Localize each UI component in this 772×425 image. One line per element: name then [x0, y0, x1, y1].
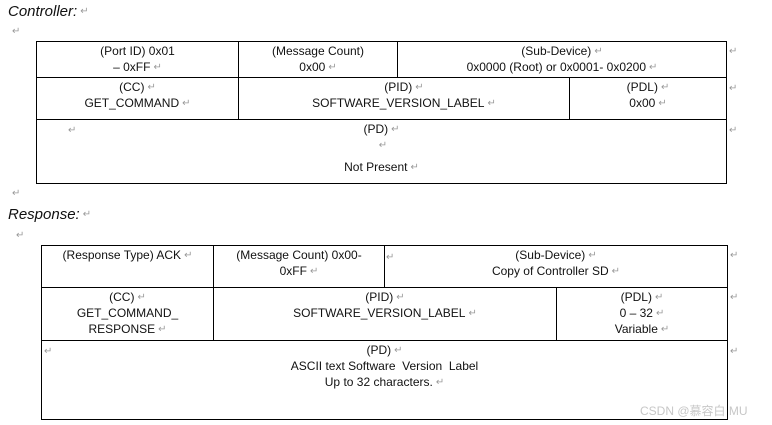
controller-pdl-cell: (PDL)↵ 0x00↵ [569, 77, 727, 120]
cell-text: (CC) [109, 290, 135, 304]
cell-text: (Sub-Device) [515, 248, 586, 262]
cell-text: 0x00 [299, 60, 326, 74]
paragraph-mark-icon: ↵ [12, 188, 21, 199]
response-heading-text: Response: [8, 206, 80, 223]
paragraph-mark-icon: ↵ [660, 81, 670, 93]
cell-text: (PD) [366, 343, 392, 357]
cell-text: Up to 32 characters. [324, 375, 433, 389]
paragraph-mark-icon: ↵ [729, 46, 738, 57]
controller-sub-device-cell: (Sub-Device)↵ 0x0000 (Root) or 0x0001- 0… [397, 41, 727, 78]
paragraph-mark-icon: ↵ [415, 81, 424, 93]
cell-text: (PD) [363, 122, 389, 136]
paragraph-mark-icon: ↵ [655, 307, 665, 319]
controller-heading: Controller:↵ [8, 3, 89, 21]
cell-text: Copy of Controller SD [491, 264, 609, 278]
paragraph-mark-icon: ↵ [158, 323, 167, 335]
watermark: CSDN @慕容白 MU [640, 404, 748, 418]
paragraph-mark-icon: ↵ [80, 6, 89, 18]
paragraph-mark-icon: ↵ [391, 123, 400, 135]
response-sub-device-cell: (Sub-Device)↵ Copy of Controller SD↵ [384, 245, 728, 288]
paragraph-mark-icon: ↵ [68, 125, 77, 136]
cell-text: SOFTWARE_VERSION_LABEL [293, 306, 466, 320]
cell-text: (PDL) [620, 290, 652, 304]
paragraph-mark-icon: ↵ [394, 344, 403, 356]
response-heading: Response:↵ [8, 206, 91, 224]
paragraph-mark-icon: ↵ [396, 291, 405, 303]
paragraph-mark-icon: ↵ [588, 249, 597, 261]
cell-text: (PID) [384, 80, 413, 94]
paragraph-mark-icon: ↵ [435, 376, 445, 388]
paragraph-mark-icon: ↵ [729, 83, 738, 94]
paragraph-mark-icon: ↵ [82, 209, 92, 221]
paragraph-mark-icon: ↵ [12, 26, 21, 37]
paragraph-mark-icon: ↵ [44, 346, 53, 357]
cell-text: Not Present [344, 160, 408, 174]
cell-text: (PID) [365, 290, 394, 304]
paragraph-mark-icon: ↵ [649, 61, 658, 73]
paragraph-mark-icon: ↵ [137, 291, 146, 303]
paragraph-mark-icon: ↵ [730, 250, 739, 261]
cell-text: GET_COMMAND_ [76, 306, 179, 320]
controller-pd-cell: (PD)↵ ↵ Not Present↵ [36, 119, 727, 184]
controller-port-id-cell: (Port ID) 0x01 – 0xFF↵ [36, 41, 239, 78]
response-pd-cell: (PD)↵ ASCII text Software Version Label … [41, 340, 728, 420]
cell-text: Variable [614, 322, 658, 336]
cell-text: 0xFF [279, 264, 307, 278]
paragraph-mark-icon: ↵ [386, 252, 395, 263]
paragraph-mark-icon: ↵ [153, 61, 162, 73]
paragraph-mark-icon: ↵ [184, 249, 193, 261]
response-type-cell: (Response Type) ACK↵ [41, 245, 214, 288]
paragraph-mark-icon: ↵ [729, 125, 738, 136]
cell-text: GET_COMMAND [84, 96, 180, 110]
cell-text: (Response Type) ACK [62, 248, 182, 262]
paragraph-mark-icon: ↵ [309, 265, 319, 277]
cell-text: (Sub-Device) [521, 44, 592, 58]
paragraph-mark-icon: ↵ [730, 346, 739, 357]
paragraph-mark-icon: ↵ [611, 265, 621, 277]
paragraph-mark-icon: ↵ [328, 61, 337, 73]
cell-text: SOFTWARE_VERSION_LABEL [312, 96, 485, 110]
paragraph-mark-icon: ↵ [468, 307, 477, 319]
paragraph-mark-icon: ↵ [410, 161, 419, 173]
paragraph-mark-icon: ↵ [147, 81, 156, 93]
controller-cc-cell: (CC)↵ GET_COMMAND↵ [36, 77, 239, 120]
cell-text: 0 – 32 [619, 306, 653, 320]
paragraph-mark-icon: ↵ [487, 97, 496, 109]
cell-text: (Message Count) 0x00- [236, 248, 362, 262]
response-message-count-cell: (Message Count) 0x00- 0xFF↵ [213, 245, 385, 288]
paragraph-mark-icon: ↵ [378, 139, 388, 151]
controller-pid-cell: (PID)↵ SOFTWARE_VERSION_LABEL↵ [238, 77, 570, 120]
cell-text: RESPONSE [88, 322, 156, 336]
paragraph-mark-icon: ↵ [594, 45, 603, 57]
cell-text: (CC) [119, 80, 145, 94]
response-cc-cell: (CC)↵ GET_COMMAND_ RESPONSE↵ [41, 287, 214, 341]
cell-text: 0x00 [629, 96, 656, 110]
cell-text: (Message Count) [271, 44, 365, 58]
paragraph-mark-icon: ↵ [182, 97, 191, 109]
paragraph-mark-icon: ↵ [658, 97, 667, 109]
paragraph-mark-icon: ↵ [16, 230, 25, 241]
cell-text: (PDL) [626, 80, 658, 94]
response-pid-cell: (PID)↵ SOFTWARE_VERSION_LABEL↵ [213, 287, 557, 341]
response-pdl-cell: (PDL)↵ 0 – 32↵ Variable↵ [556, 287, 728, 341]
controller-heading-text: Controller: [8, 3, 78, 20]
cell-text: – 0xFF [113, 60, 151, 74]
controller-message-count-cell: (Message Count) 0x00↵ [238, 41, 398, 78]
cell-text: ASCII text Software Version Label [290, 359, 479, 373]
paragraph-mark-icon: ↵ [730, 292, 739, 303]
cell-text: (Port ID) 0x01 [100, 44, 175, 58]
paragraph-mark-icon: ↵ [660, 323, 670, 335]
cell-text: 0x0000 (Root) or 0x0001- 0x0200 [466, 60, 647, 74]
paragraph-mark-icon: ↵ [654, 291, 664, 303]
